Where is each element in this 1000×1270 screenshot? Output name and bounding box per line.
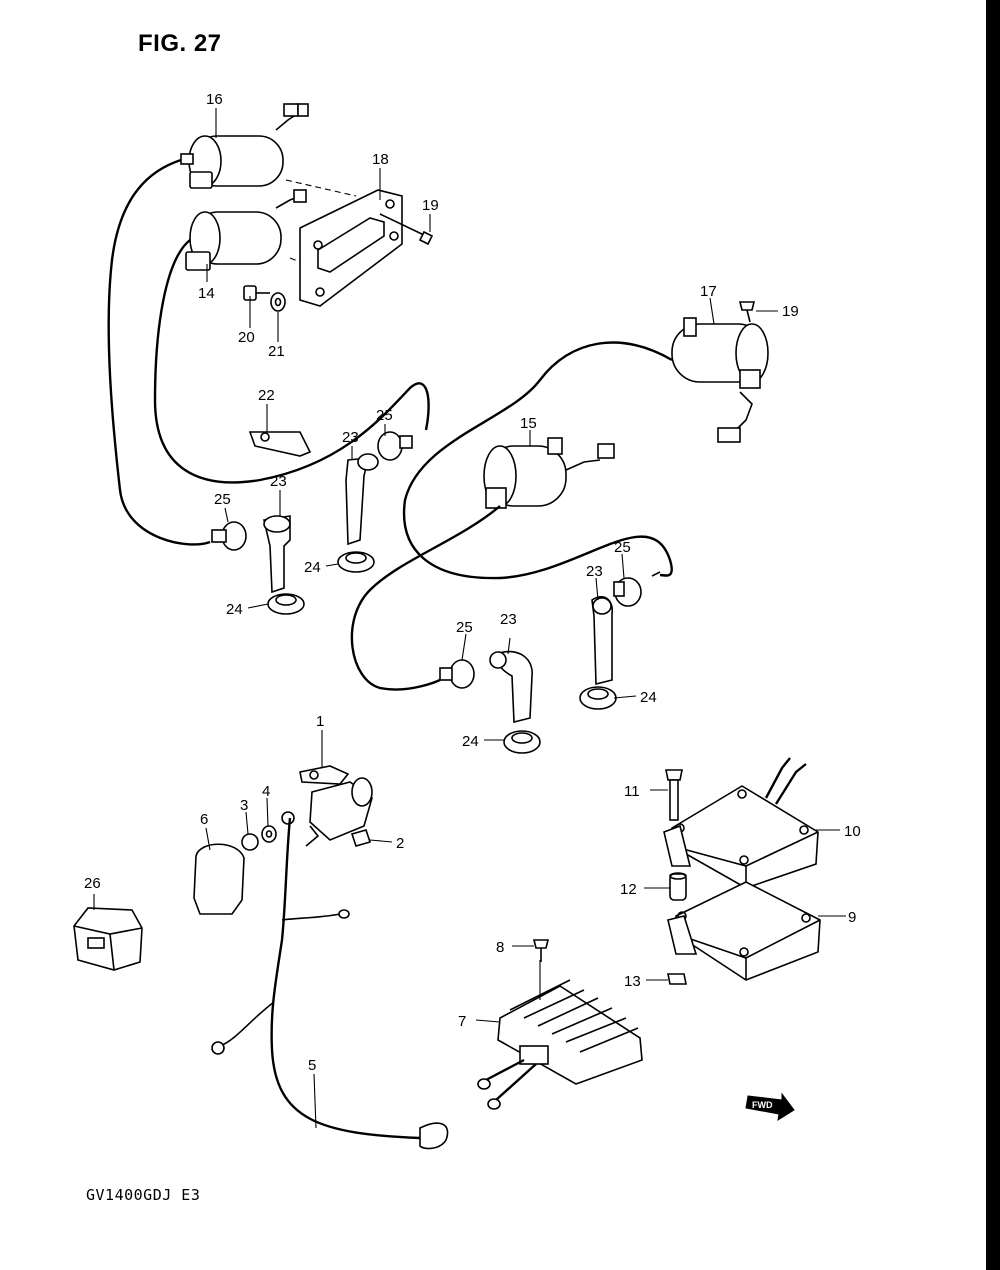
callout-9: 9 (848, 909, 856, 926)
callout-19a: 19 (422, 197, 439, 214)
callout-14: 14 (198, 285, 215, 302)
terminal-cap-25-b[interactable] (377, 431, 413, 461)
terminal-cap-25-c[interactable] (439, 659, 475, 689)
callout-21: 21 (268, 343, 285, 360)
callout-11: 11 (624, 783, 640, 800)
screw-19-right[interactable] (738, 301, 756, 323)
callout-24a: 24 (226, 601, 243, 618)
figure-title: FIG. 27 (138, 30, 222, 57)
callout-24c: 24 (462, 733, 479, 750)
callout-16: 16 (206, 91, 223, 108)
igniter-unit-10[interactable] (663, 757, 819, 889)
callout-23b: 23 (342, 429, 359, 446)
callout-7: 7 (458, 1013, 466, 1030)
seal-24-a[interactable] (267, 593, 305, 615)
fwd-arrow-icon: FWD (745, 1092, 795, 1122)
callout-numbers: 16 14 18 19 20 21 22 23 23 25 25 24 24 1… (84, 91, 861, 1074)
callout-3: 3 (240, 797, 248, 814)
nut-3[interactable] (241, 833, 259, 851)
callout-2: 2 (396, 835, 404, 852)
callout-23d: 23 (586, 563, 603, 580)
callout-10: 10 (844, 823, 861, 840)
seal-24-d[interactable] (579, 686, 617, 710)
callout-15: 15 (520, 415, 537, 432)
callout-22: 22 (258, 387, 275, 404)
callout-4: 4 (262, 783, 270, 800)
regulator-rectifier-7[interactable] (477, 979, 643, 1110)
plug-cap-23-a[interactable] (263, 515, 291, 594)
callout-25b: 25 (376, 407, 393, 424)
callout-12: 12 (620, 881, 637, 898)
screw-8[interactable] (532, 939, 550, 962)
relay-cover-6[interactable] (193, 843, 245, 915)
callout-18: 18 (372, 151, 389, 168)
nut-13[interactable] (667, 973, 687, 985)
callout-1: 1 (316, 713, 324, 730)
coil-bracket-18[interactable] (285, 179, 403, 307)
bolt-20[interactable] (243, 285, 270, 301)
callout-23c: 23 (500, 611, 517, 628)
callout-17: 17 (700, 283, 717, 300)
fwd-label: FWD (752, 1100, 773, 1110)
nut-4[interactable] (261, 825, 277, 843)
plug-cap-23-c[interactable] (489, 651, 533, 724)
callout-6: 6 (200, 811, 208, 828)
starter-relay-1[interactable] (281, 765, 373, 847)
terminal-cap-25-a[interactable] (211, 521, 247, 551)
screw-19-upper[interactable] (379, 213, 434, 246)
relay-26[interactable] (73, 907, 143, 971)
bolt-2[interactable] (350, 829, 372, 847)
igniter-unit-9[interactable] (667, 881, 821, 981)
seal-24-c[interactable] (503, 730, 541, 754)
spacer-12[interactable] (669, 872, 687, 901)
bolt-11[interactable] (665, 769, 683, 821)
callout-13: 13 (624, 973, 641, 990)
callout-8: 8 (496, 939, 504, 956)
starter-wire-5[interactable] (211, 817, 449, 1150)
callout-20: 20 (238, 329, 255, 346)
callout-26: 26 (84, 875, 101, 892)
ignition-coil-16[interactable] (107, 103, 309, 546)
washer-21[interactable] (270, 292, 286, 312)
cable-clamp-22[interactable] (248, 431, 312, 457)
callout-25d: 25 (614, 539, 631, 556)
plug-cap-23-d[interactable] (591, 596, 614, 686)
ignition-coil-15[interactable] (350, 437, 615, 691)
callout-25c: 25 (456, 619, 473, 636)
ignition-coil-14[interactable] (153, 189, 430, 484)
callout-24b: 24 (304, 559, 321, 576)
callout-23a: 23 (270, 473, 287, 490)
page-edge-bar (986, 0, 1000, 1270)
seal-24-b[interactable] (337, 551, 375, 573)
callout-24d: 24 (640, 689, 657, 706)
model-code: GV1400GDJ E3 (86, 1186, 201, 1204)
terminal-cap-25-d[interactable] (613, 577, 642, 607)
callout-5: 5 (308, 1057, 316, 1074)
plug-cap-23-b[interactable] (345, 453, 379, 546)
callout-25a: 25 (214, 491, 231, 508)
leader-lines (93, 108, 846, 1129)
callout-19b: 19 (782, 303, 799, 320)
ignition-coil-17[interactable] (402, 317, 769, 580)
